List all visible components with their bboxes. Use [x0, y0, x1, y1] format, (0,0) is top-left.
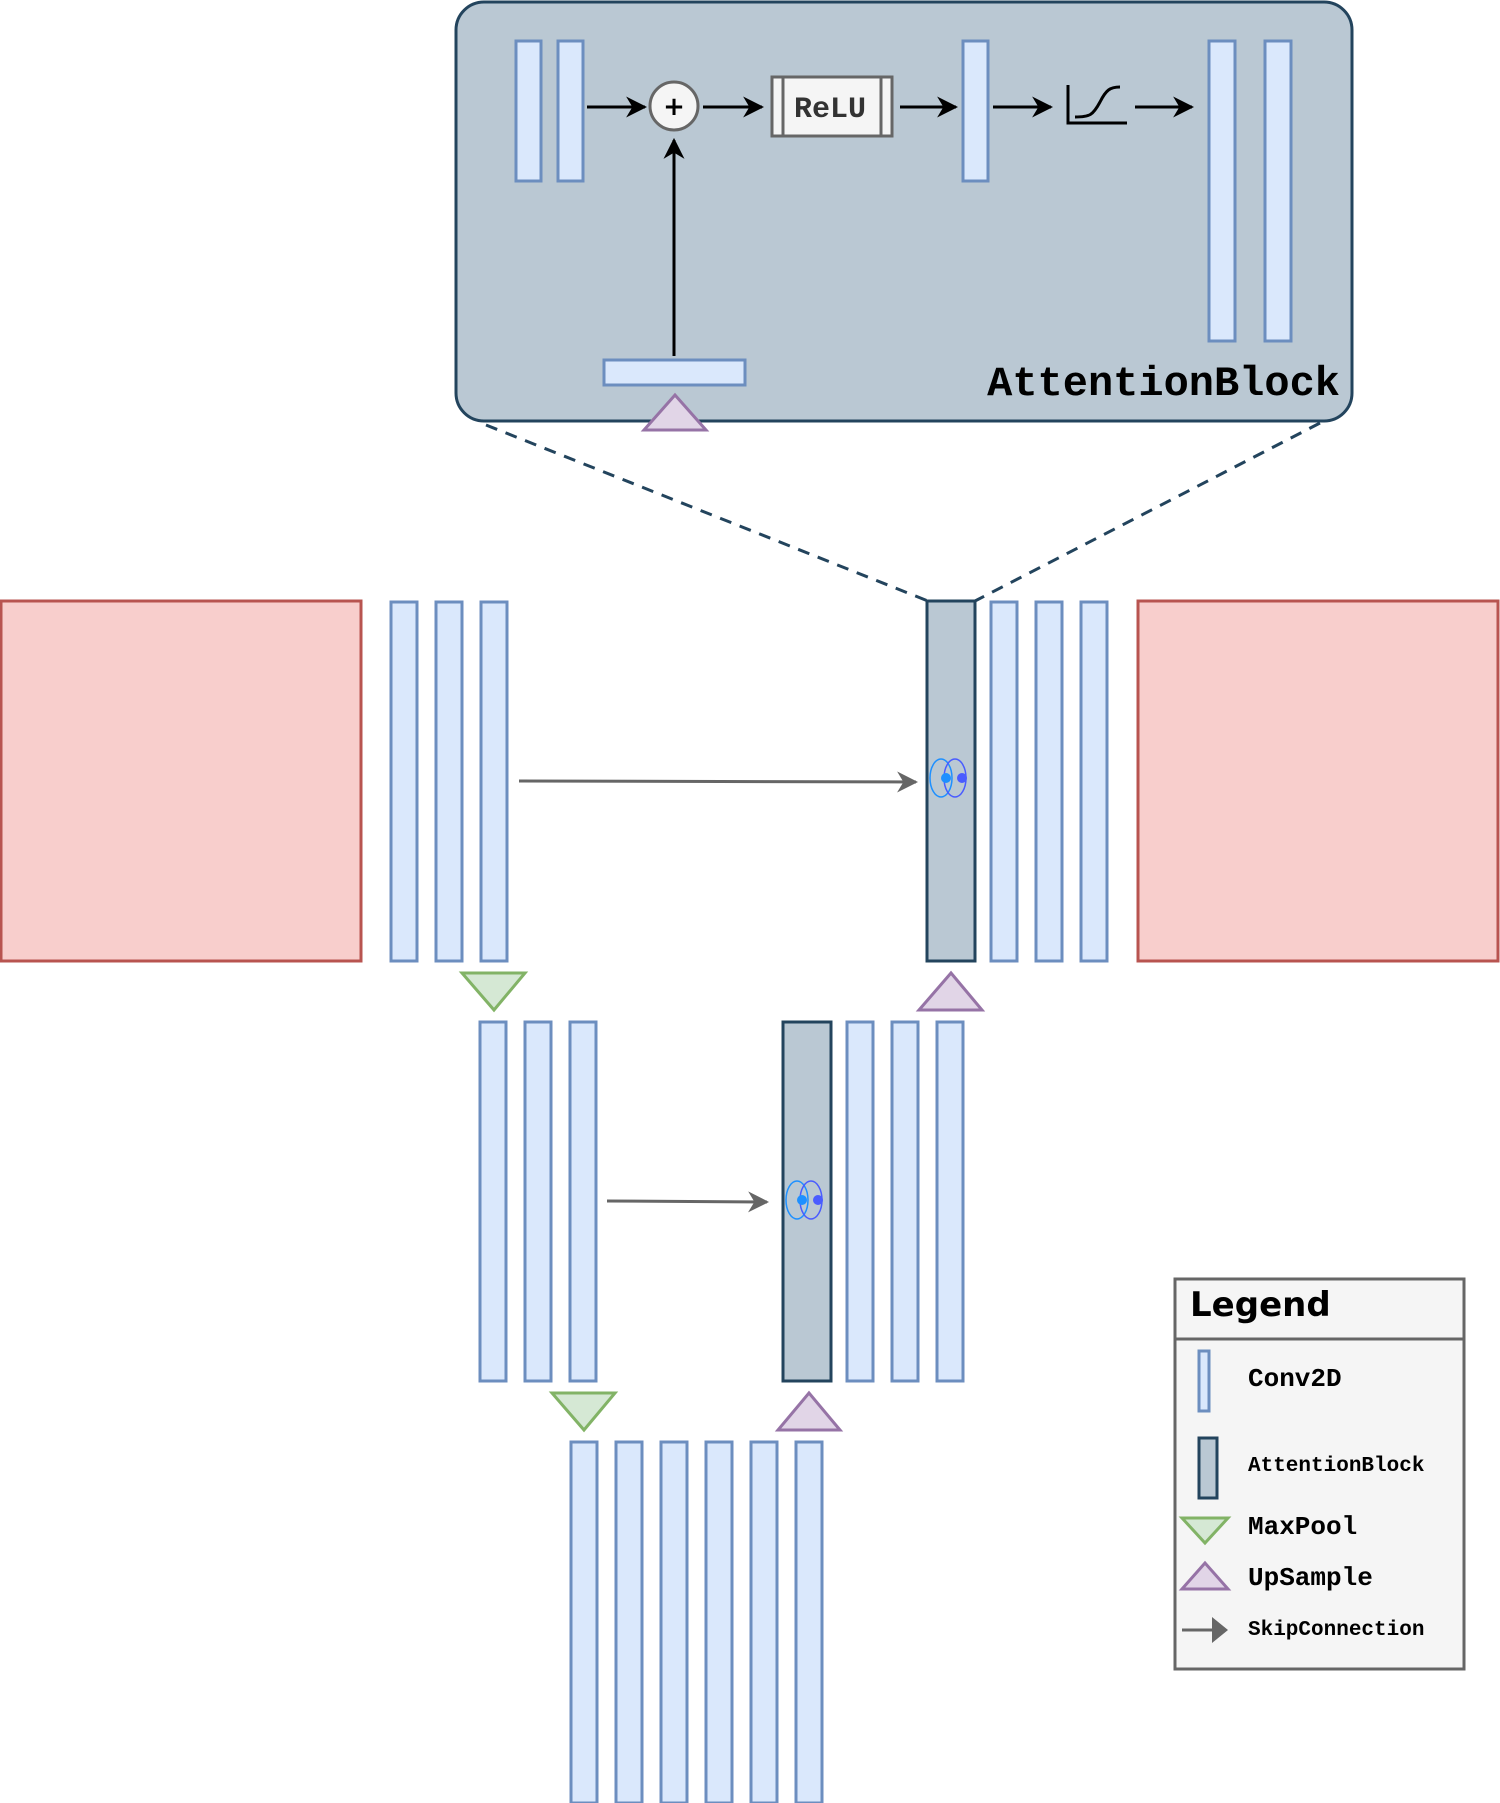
attention-block-icon [1197, 1436, 1219, 1500]
legend-box [1173, 1277, 1466, 1671]
legend-label: Conv2D [1248, 1364, 1342, 1394]
legend-label: AttentionBlock [1248, 1455, 1424, 1478]
relu-block: ReLU [770, 75, 894, 138]
maxpool-triangle-icon [458, 971, 529, 1013]
legend-item-conv2d: Conv2D [1197, 1349, 1342, 1413]
conv2d-bar [749, 1440, 779, 1803]
zoom-line-left [485, 423, 929, 603]
conv2d-bar [1034, 600, 1064, 963]
attention-output-conv-2 [1263, 39, 1293, 343]
upsample-triangle-icon [640, 392, 710, 432]
conv2d-bar [614, 1440, 644, 1803]
legend-label: SkipConnection [1248, 1619, 1424, 1642]
conv2d-bar-icon [1197, 1349, 1211, 1413]
encoder-level-1 [389, 600, 509, 963]
upsample-triangle-icon [1178, 1560, 1232, 1591]
attention-block-title: AttentionBlock [987, 360, 1340, 408]
decoder-level-1 [925, 599, 1109, 963]
add-symbol: + [663, 92, 685, 122]
attention-input-conv-2 [556, 39, 585, 183]
legend-label: MaxPool [1248, 1512, 1357, 1542]
add-node [648, 80, 700, 132]
attention-block-detail: + ReLU AttentionBlock [454, 0, 1354, 432]
attention-output-conv-1 [1207, 39, 1237, 343]
conv2d-bar [989, 600, 1019, 963]
attention-input-conv-1 [514, 39, 543, 183]
skip-arrow-head [1212, 1617, 1228, 1643]
gating-signal-conv [602, 358, 747, 387]
eyes-icon [785, 1180, 823, 1220]
legend-item-upsample: UpSample [1178, 1560, 1373, 1593]
upsample-triangle-icon [774, 1390, 844, 1432]
conv2d-bar [389, 600, 419, 963]
conv2d-bar [568, 1020, 598, 1383]
legend-item-maxpool: MaxPool [1178, 1512, 1357, 1546]
maxpool-triangle-icon [548, 1391, 619, 1433]
attention-mid-conv [961, 39, 990, 183]
eyes-icon [929, 758, 967, 798]
legend-item-skip-connection: SkipConnection [1182, 1617, 1424, 1643]
zoom-line-right [974, 421, 1321, 603]
conv2d-bar [794, 1440, 824, 1803]
input-image [0, 599, 363, 963]
conv2d-bar [569, 1440, 599, 1803]
skip-connection-arrow [606, 1191, 770, 1213]
attention-block [925, 599, 977, 963]
conv2d-bar [845, 1020, 875, 1383]
conv2d-bar [434, 600, 464, 963]
relu-label: ReLU [794, 93, 866, 127]
conv2d-bar [704, 1440, 734, 1803]
output-image [1136, 599, 1500, 963]
skip-connection-arrow [518, 771, 919, 793]
maxpool-triangle-icon [1178, 1516, 1232, 1546]
conv2d-bar [890, 1020, 920, 1383]
attention-block [781, 1020, 833, 1383]
conv2d-bar [523, 1020, 553, 1383]
legend-title: Legend [1190, 1285, 1331, 1325]
conv2d-bar [659, 1440, 689, 1803]
conv2d-bar [478, 1020, 508, 1383]
legend-item-attention-block: AttentionBlock [1197, 1436, 1424, 1500]
bottleneck [569, 1440, 824, 1803]
upsample-triangle-icon [915, 970, 986, 1012]
conv2d-bar [935, 1020, 965, 1383]
sigmoid-curve-icon [1066, 85, 1127, 125]
decoder-level-2 [781, 1020, 965, 1383]
legend-label: UpSample [1248, 1563, 1373, 1593]
encoder-level-2 [478, 1020, 598, 1383]
legend: Legend Conv2D AttentionBlock MaxPool UpS… [1173, 1277, 1466, 1671]
conv2d-bar [479, 600, 509, 963]
conv2d-bar [1079, 600, 1109, 963]
